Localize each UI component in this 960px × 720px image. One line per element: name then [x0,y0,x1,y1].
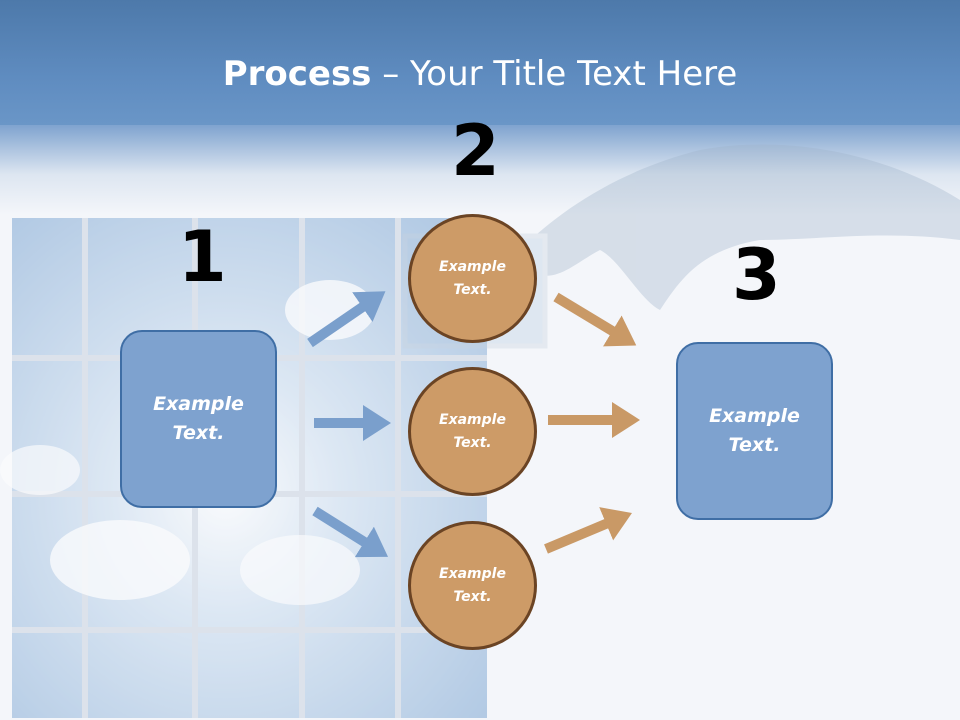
step-number-3: 3 [732,234,781,316]
step-number-2: 2 [451,110,500,192]
header-fade [0,125,960,215]
title-bold: Process [222,54,372,94]
left-box-text: Example Text. [153,393,244,444]
right-box-text: Example Text. [709,405,800,456]
arrow-blue-up [307,291,386,348]
arrow-orange-up [544,507,632,554]
circle-middle[interactable]: Example Text. [408,367,537,496]
header-band [0,0,960,130]
circle-top-text: Example Text. [439,258,506,298]
circle-bottom[interactable]: Example Text. [408,521,537,650]
title-rest: – Your Title Text Here [371,54,738,94]
step-number-1: 1 [178,216,227,298]
arrow-orange-down [553,292,637,347]
arrow-blue-down [312,506,389,558]
right-text-box[interactable]: Example Text. [676,342,833,520]
circle-bottom-text: Example Text. [439,565,506,605]
circle-top[interactable]: Example Text. [408,214,537,343]
circle-middle-text: Example Text. [439,411,506,451]
slide-title: Process – Your Title Text Here [0,54,960,94]
left-text-box[interactable]: Example Text. [120,330,277,508]
